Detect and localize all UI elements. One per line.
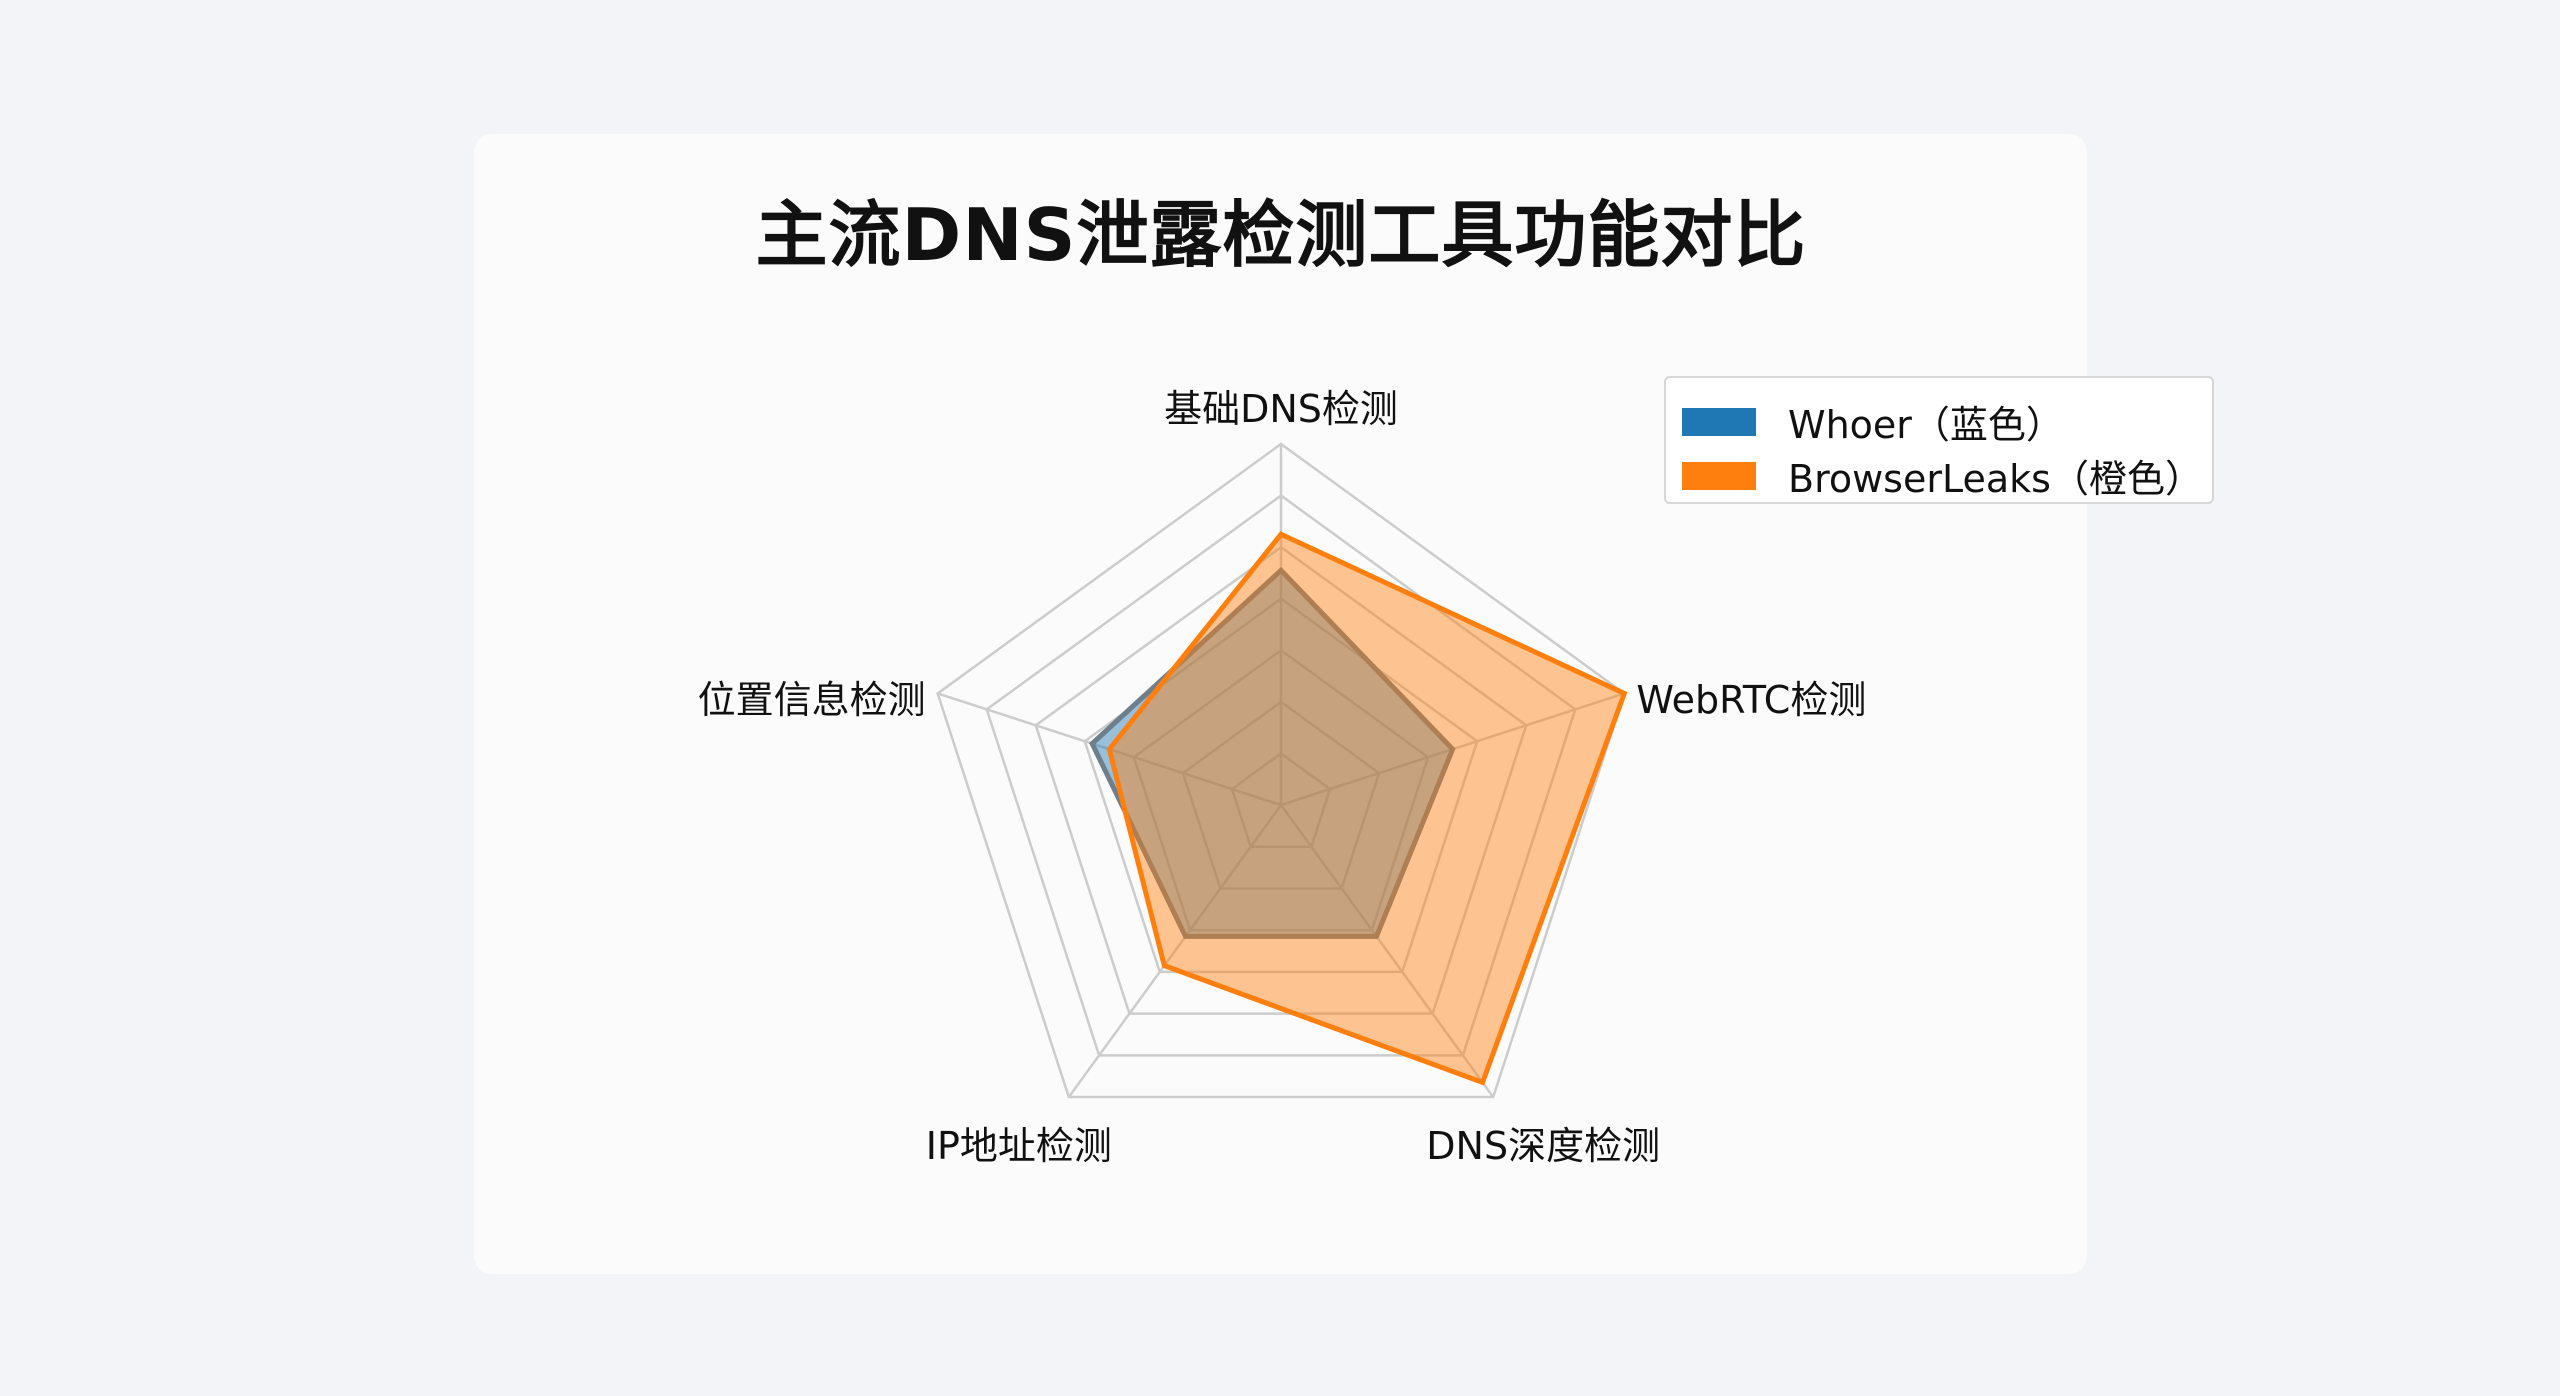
grid-spoke	[1067, 804, 1283, 1098]
grid-ring	[1034, 545, 1528, 1015]
legend-item-whoer: Whoer（蓝色）	[1682, 394, 2064, 449]
grid-ring	[936, 442, 1626, 1099]
legend-label: BrowserLeaks（橙色）	[1788, 457, 2203, 501]
legend-item-browserleaks: BrowserLeaks（橙色）	[1682, 448, 2203, 503]
legend-swatch-blue	[1682, 407, 1756, 436]
series-area-1	[1106, 531, 1628, 1086]
grid-spoke	[1279, 804, 1495, 1098]
axis-label-dns-deep: DNS深度检测	[1426, 1124, 1661, 1169]
axis-label-location: 位置信息检测	[697, 678, 926, 723]
legend: Whoer（蓝色） BrowserLeaks（橙色）	[1664, 376, 2214, 504]
axis-label-webrtc: WebRTC检测	[1636, 678, 1867, 723]
grid-ring	[1181, 700, 1381, 890]
legend-swatch-orange	[1682, 461, 1756, 490]
legend-label: Whoer（蓝色）	[1788, 403, 2064, 447]
grid-ring	[1230, 751, 1332, 848]
axis-label-basic-dns: 基础DNS检测	[1164, 387, 1398, 431]
grid-ring	[1132, 648, 1430, 932]
grid-ring	[985, 494, 1577, 1057]
axis-label-ip: IP地址检测	[925, 1124, 1112, 1169]
chart-title: 主流DNS泄露检测工具功能对比	[755, 193, 1807, 277]
series-area-0	[1089, 566, 1456, 939]
